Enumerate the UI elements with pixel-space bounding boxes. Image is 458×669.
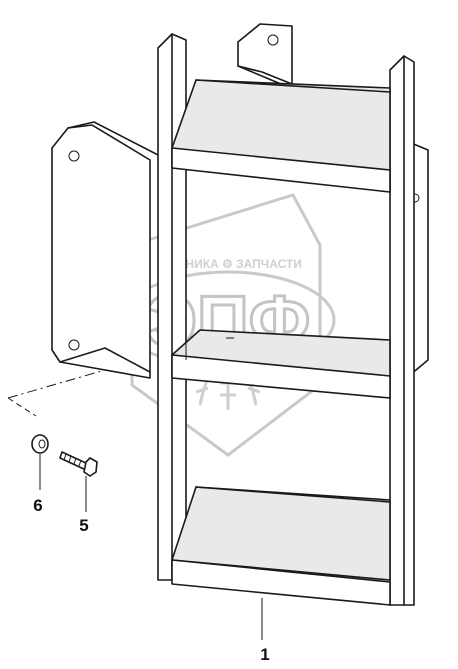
assembly-leader [7, 369, 106, 399]
bracket-hole-upper [68, 150, 80, 162]
shelf-upper [171, 79, 391, 193]
callout-1: 1 [260, 645, 269, 664]
shelf-middle [171, 329, 391, 399]
bolt-icon [59, 451, 98, 477]
assembly-leader-2 [7, 397, 37, 417]
left-post [157, 33, 187, 581]
mounting-bracket [51, 121, 161, 379]
right-post [389, 55, 415, 606]
watermark: ТЕХНИКА ⚙ ЗАПЧАСТИ ЭПФ [120, 193, 336, 457]
watermark-top-text: ТЕХНИКА ⚙ ЗАПЧАСТИ [162, 257, 302, 271]
callout-5: 5 [79, 516, 88, 535]
callout-6: 6 [33, 496, 42, 515]
washer-icon [31, 434, 49, 454]
bracket-hole-lower [68, 339, 80, 351]
shelf-lower [171, 486, 391, 606]
rear-tab-hole [267, 34, 279, 46]
